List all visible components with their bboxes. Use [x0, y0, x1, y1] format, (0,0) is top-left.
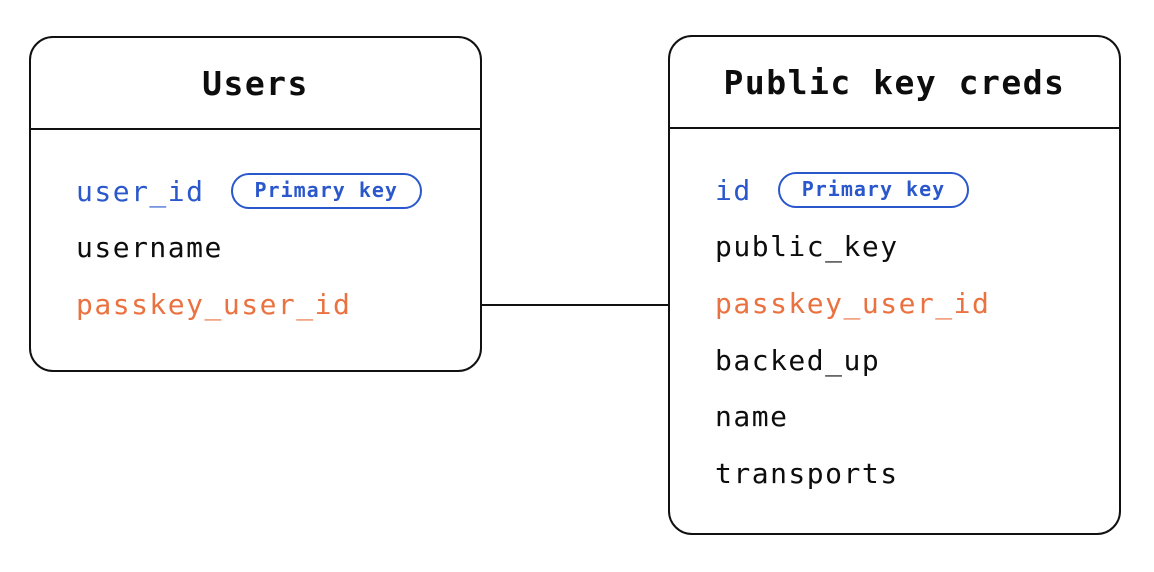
relationship-line [482, 304, 668, 306]
field-row-user-id: user_id Primary key [76, 163, 480, 220]
field-name-backed-up: backed_up [715, 343, 881, 377]
field-name-transports: transports [715, 456, 899, 490]
entity-public-key-creds-fields: id Primary key public_key passkey_user_i… [670, 129, 1119, 502]
entity-public-key-creds: Public key creds id Primary key public_k… [668, 35, 1121, 535]
primary-key-badge: Primary key [230, 173, 422, 210]
field-row-public-key: public_key [715, 219, 1119, 276]
entity-users-fields: user_id Primary key username passkey_use… [31, 130, 480, 333]
field-name-public-key: public_key [715, 230, 899, 264]
entity-users-title: Users [31, 38, 480, 130]
field-row-transports: transports [715, 445, 1119, 502]
field-name-name: name [715, 400, 789, 434]
field-row-name: name [715, 388, 1119, 445]
field-row-username: username [76, 220, 480, 277]
field-name-passkey-user-id: passkey_user_id [76, 287, 352, 321]
field-name-id: id [715, 173, 752, 207]
field-row-id: id Primary key [715, 162, 1119, 219]
entity-users: Users user_id Primary key username passk… [29, 36, 482, 372]
entity-public-key-creds-title: Public key creds [670, 37, 1119, 129]
field-row-passkey-user-id: passkey_user_id [76, 276, 480, 333]
field-row-backed-up: backed_up [715, 332, 1119, 389]
field-name-username: username [76, 231, 223, 265]
field-name-user-id: user_id [76, 174, 205, 208]
field-row-passkey-user-id: passkey_user_id [715, 275, 1119, 332]
primary-key-badge: Primary key [777, 172, 970, 209]
field-name-passkey-user-id: passkey_user_id [715, 286, 991, 320]
